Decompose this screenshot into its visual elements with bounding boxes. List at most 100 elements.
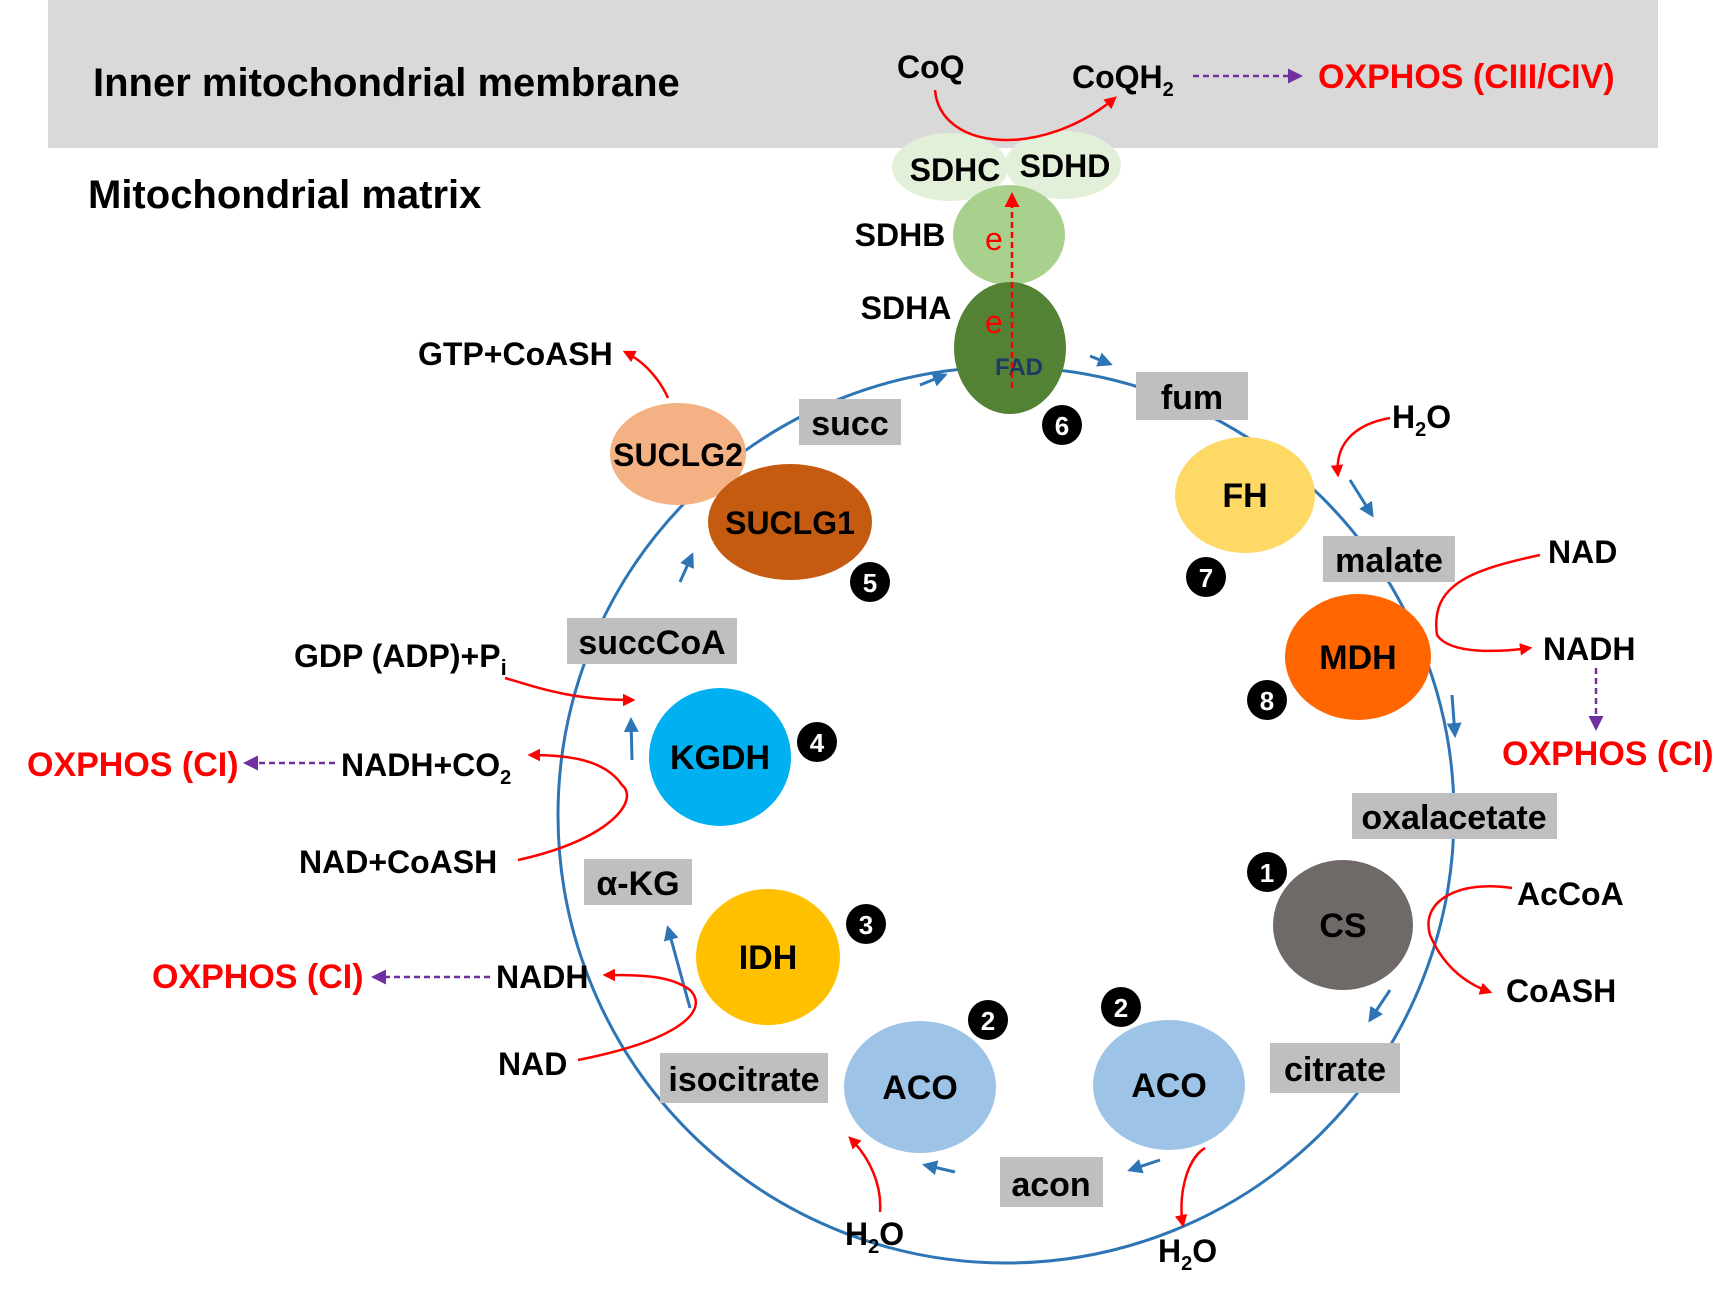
step-badge-7 [1186,557,1226,597]
svg-text:α-KG: α-KG [596,865,679,903]
svg-text:1: 1 [1260,858,1274,888]
step-badge-3 [846,904,886,944]
enzyme-fh: FH [1175,437,1315,553]
metabolite-isocitrate: isocitrate [660,1053,828,1103]
metabolite-oxalacetate: oxalacetate [1352,793,1557,839]
oxphos-ci-mdh-label: OXPHOS (CI) [1502,735,1714,773]
nadh-co2-label: NADH+CO2 [341,747,511,789]
step-badge-2-right [1101,987,1141,1027]
svg-text:SUCLG1: SUCLG1 [725,505,855,541]
svg-text:SUCLG2: SUCLG2 [613,437,743,473]
metabolite-acon: acon [1000,1157,1103,1207]
enzyme-suclg1: SUCLG1 [708,464,872,580]
svg-text:ACO: ACO [882,1069,958,1107]
metabolite-succcoa: succCoA [567,618,737,664]
h2o-aco-input-arrow [848,1136,882,1213]
metabolite-malate: malate [1323,536,1455,582]
accoa-arrow [1427,885,1513,995]
oxphos-ci-kgdh-label: OXPHOS (CI) [27,746,239,784]
nadh-mdh-label: NADH [1543,631,1635,667]
step-badge-6 [1042,405,1082,445]
svg-text:oxalacetate: oxalacetate [1361,799,1546,837]
svg-text:acon: acon [1011,1166,1090,1204]
gtp-coash-label: GTP+CoASH [418,336,613,372]
sdhd-subunit [1005,131,1121,199]
nad-idh-arrow [577,968,698,1062]
enzyme-mdh: MDH [1285,594,1431,720]
electron-sdhb: e [985,221,1003,257]
gtp-release-arrow [622,350,670,399]
svg-text:SDHA: SDHA [861,290,952,326]
coqh2-label: CoQH2 [1072,59,1174,101]
h2o-aco-output-label: H2O [1158,1233,1217,1275]
svg-text:fum: fum [1161,379,1223,417]
gdp-label: GDP (ADP)+Pi [294,638,507,680]
enzyme-idh: IDH [696,889,840,1025]
step-badges: 1 2 2 3 4 5 6 7 8 [797,405,1287,1040]
sdhc-subunit [892,133,1008,201]
nad-mdh-arrow [1434,553,1541,656]
svg-text:succCoA: succCoA [578,624,725,662]
svg-text:4: 4 [810,728,825,758]
inner-membrane-band [48,0,1658,148]
enzyme-sdh-complex: SDHC SDHD SDHB SDHA FAD e e [855,131,1121,414]
h2o-fh-arrow [1330,416,1391,478]
step-badge-5 [850,562,890,602]
svg-text:2: 2 [1114,993,1128,1023]
electron-sdha: e [985,304,1003,340]
enzyme-aco-right: ACO [1093,1020,1245,1150]
accoa-label: AcCoA [1517,876,1624,912]
coash-cs-label: CoASH [1506,973,1616,1009]
svg-text:ACO: ACO [1131,1067,1207,1105]
step-badge-1 [1247,852,1287,892]
gdp-input-arrow [504,676,636,707]
enzyme-aco-left: ACO [844,1021,996,1153]
svg-text:5: 5 [863,568,877,598]
svg-text:succ: succ [811,405,889,443]
sdha-subunit [954,282,1066,414]
svg-text:FAD: FAD [995,354,1043,381]
nadh-idh-label: NADH [496,959,588,995]
enzyme-cs: CS [1273,860,1413,990]
nad-mdh-label: NAD [1548,534,1617,570]
svg-text:8: 8 [1260,686,1274,716]
enzyme-kgdh: KGDH [649,688,791,826]
svg-text:3: 3 [859,910,873,940]
metabolite-citrate: citrate [1270,1043,1400,1093]
coq-reduction-arrow [933,89,1117,142]
nad-coash-arrow [517,748,629,862]
svg-text:isocitrate: isocitrate [668,1061,819,1099]
membrane-label: Inner mitochondrial membrane [93,61,680,105]
oxphos-ci-idh-label: OXPHOS (CI) [152,958,364,996]
metabolite-alpha-kg: α-KG [584,859,692,905]
svg-text:SDHC: SDHC [910,152,1001,188]
coq-label: CoQ [897,49,965,85]
step-badge-2-left [968,1000,1008,1040]
svg-text:SDHB: SDHB [855,217,946,253]
metabolite-fum: fum [1136,372,1248,420]
h2o-aco-output-arrow [1174,1146,1206,1228]
metabolite-succ: succ [799,399,901,445]
svg-text:7: 7 [1199,563,1213,593]
step-badge-8 [1247,680,1287,720]
svg-text:IDH: IDH [739,939,798,977]
svg-text:KGDH: KGDH [670,739,770,777]
h2o-aco-input-label: H2O [845,1216,904,1258]
svg-text:2: 2 [981,1006,995,1036]
h2o-fh-label: H2O [1392,399,1451,441]
svg-text:CS: CS [1319,907,1366,945]
step-badge-4 [797,722,837,762]
matrix-label: Mitochondrial matrix [88,173,481,217]
nad-coash-label: NAD+CoASH [299,844,497,880]
svg-text:MDH: MDH [1319,639,1396,677]
svg-text:FH: FH [1222,477,1267,515]
svg-text:6: 6 [1055,411,1069,441]
svg-text:malate: malate [1335,542,1443,580]
sdhb-subunit [953,185,1065,285]
cycle-direction-arrows [623,352,1462,1176]
nad-idh-label: NAD [498,1046,567,1082]
enzyme-suclg2: SUCLG2 [610,403,746,505]
oxphos-ciii-civ-label: OXPHOS (CIII/CIV) [1318,58,1615,96]
svg-text:citrate: citrate [1284,1051,1386,1089]
